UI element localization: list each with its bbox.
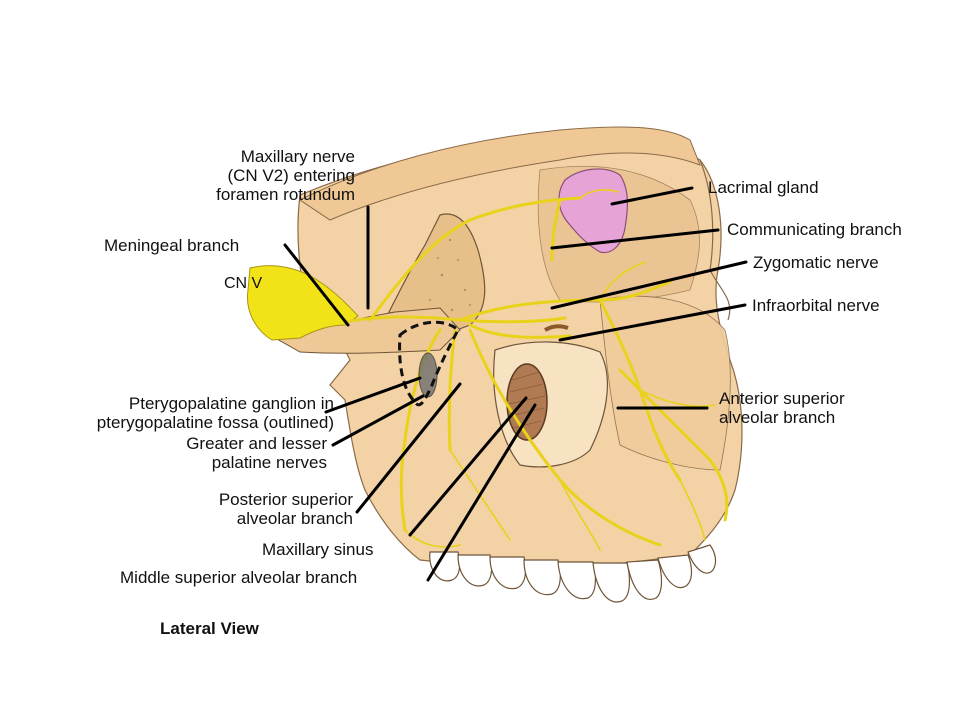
view-caption: Lateral View	[160, 619, 259, 638]
facial-profile	[699, 159, 731, 321]
leader-infraorbital-nerve	[558, 303, 747, 342]
label-posterior-superior-alveolar: Posterior superior alveolar branch	[218, 490, 353, 528]
ganglion-body	[418, 352, 438, 398]
leader-maxillary-sinus	[408, 396, 528, 537]
sphenoid-column	[379, 213, 486, 341]
label-infraorbital-nerve: Infraorbital nerve	[752, 296, 880, 315]
leader-middle-superior	[426, 403, 537, 582]
leader-palatine-nerves	[331, 394, 425, 447]
zygomatic-region	[599, 295, 731, 471]
leader-zygomatic-nerve	[550, 260, 748, 310]
label-communicating-branch: Communicating branch	[727, 220, 902, 239]
leader-pterygopalatine-ganglion	[324, 376, 422, 414]
teeth-row	[429, 544, 717, 603]
leader-posterior-superior	[355, 382, 462, 514]
label-meningeal-branch: Meningeal branch	[104, 236, 240, 255]
label-zygomatic-nerve: Zygomatic nerve	[753, 253, 879, 272]
maxillary-sinus-shape	[506, 363, 548, 441]
leader-meningeal-branch	[283, 243, 350, 327]
leader-lacrimal-gland	[610, 186, 694, 206]
sinus-hatching	[508, 371, 546, 429]
cn-v-trigeminal	[246, 265, 359, 341]
label-maxillary-sinus: Maxillary sinus	[262, 540, 374, 559]
label-middle-superior-alveolar: Middle superior alveolar branch	[120, 568, 358, 587]
label-greater-lesser-palatine: Greater and lesser palatine nerves	[186, 434, 327, 472]
vessel-fragment	[544, 324, 569, 332]
label-pterygopalatine-ganglion: Pterygopalatine ganglion in pterygopalat…	[96, 394, 334, 432]
cranial-ridge	[299, 126, 701, 221]
label-lacrimal-gland: Lacrimal gland	[708, 178, 819, 197]
label-cn-v: CN V	[224, 275, 263, 292]
label-maxillary-nerve: Maxillary nerve (CN V2) entering foramen…	[216, 147, 355, 204]
leader-lines	[283, 186, 748, 582]
leader-communicating-branch	[550, 228, 720, 250]
pterygopalatine-fossa-outline	[398, 320, 460, 407]
label-anterior-superior-alveolar: Anterior superior alveolar branch	[719, 389, 845, 427]
